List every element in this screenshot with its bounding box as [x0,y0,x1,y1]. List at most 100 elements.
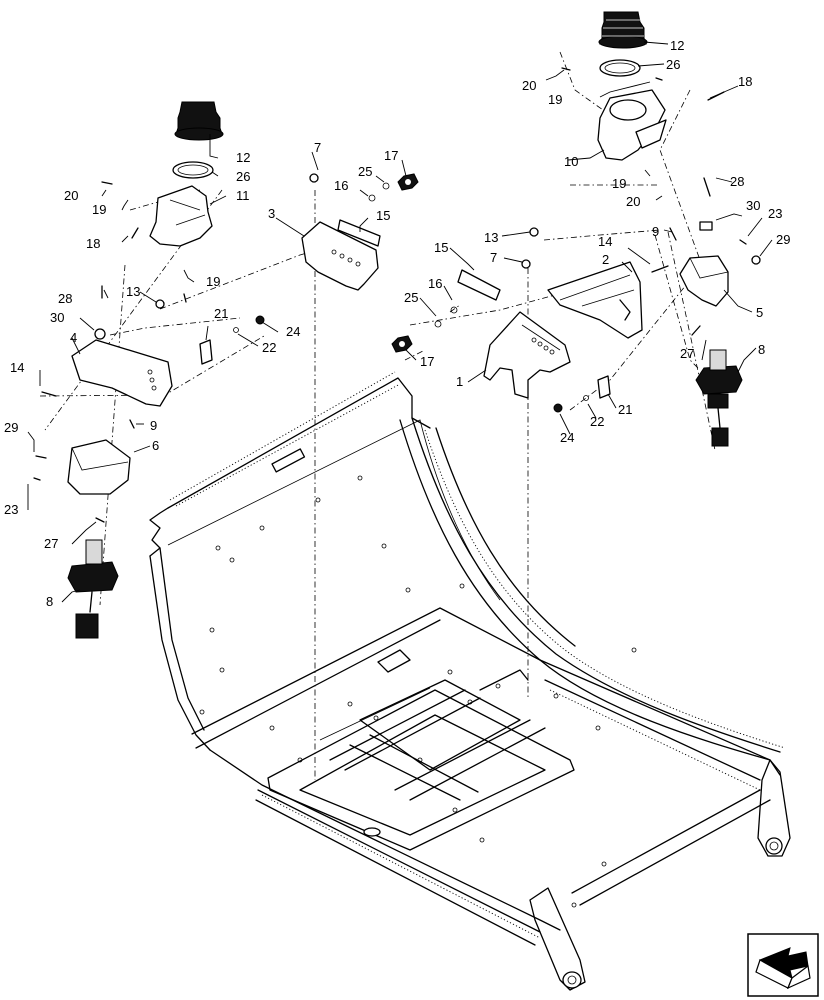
callout-13-right: 13 [484,230,498,245]
right-screw-20 [561,67,571,71]
callout-30-left: 30 [50,310,64,325]
callout-13-left: 13 [126,284,140,299]
right-clip-27 [691,325,701,336]
left-screw-20 [101,181,113,185]
left-washer-25 [382,182,390,190]
callout-22-right: 22 [590,414,604,429]
callout-19-left: 19 [92,202,106,217]
assembly-lines [39,51,716,780]
left-bracket-4 [71,339,173,407]
callout-8-right: 8 [758,342,765,357]
right-screw-9 [669,227,677,241]
callout-15-left: 15 [376,208,390,223]
callout-16-left: 16 [334,178,348,193]
callout-17-right: 17 [420,354,434,369]
left-nut-13 [155,299,165,309]
next-page-arrow-icon[interactable] [747,933,819,997]
right-housing-5 [679,255,729,307]
callout-24-right: 24 [560,430,574,445]
callout-27-left: 27 [44,536,58,551]
right-cover-10 [597,89,667,161]
right-bolt-7 [521,259,531,269]
callout-24-left: 24 [286,324,300,339]
callout-3: 3 [268,206,275,221]
left-bracket-3 [301,221,379,291]
callout-14-right: 14 [598,234,612,249]
right-plate-15 [457,269,501,301]
right-bracket-2 [547,261,643,339]
left-bolt-14 [41,391,57,397]
right-nut-30 [699,221,713,231]
callout-6: 6 [152,438,159,453]
right-boot-12 [598,11,648,49]
callout-9-right: 9 [652,224,659,239]
right-joystick-8 [695,349,743,447]
callout-19-left-b: 19 [206,274,220,289]
seat-platform [149,371,791,991]
left-screw-18 [131,227,139,239]
right-bolt-28 [703,177,711,197]
callout-20-left: 20 [64,188,78,203]
callout-22-left: 22 [262,340,276,355]
right-washer-25 [434,320,442,328]
left-bolt-7 [309,173,319,183]
right-washer-22 [583,395,589,401]
callout-9-left: 9 [150,418,157,433]
right-nut-24 [553,403,563,413]
callout-1: 1 [456,374,463,389]
callout-7-left: 7 [314,140,321,155]
callout-4: 4 [70,330,77,345]
callout-29-left: 29 [4,420,18,435]
callout-23-right: 23 [768,206,782,221]
callout-16-right: 16 [428,276,442,291]
callout-8-left: 8 [46,594,53,609]
callout-30-right: 30 [746,198,760,213]
callout-19-right: 19 [548,92,562,107]
callout-14-left: 14 [10,360,24,375]
left-screw-9 [129,419,135,429]
left-bracket-11 [149,185,213,247]
left-washer-16 [368,194,376,202]
left-knob-17 [397,173,419,191]
left-screw-19b [183,293,187,303]
left-ring-26 [172,161,214,179]
left-plate-15 [337,219,381,247]
callout-18-right: 18 [738,74,752,89]
callout-12-left: 12 [236,150,250,165]
leader-lines [27,41,773,603]
callout-29-right: 29 [776,232,790,247]
callout-15-right: 15 [434,240,448,255]
callout-5: 5 [756,305,763,320]
left-nut-29 [35,455,47,459]
callout-12-right: 12 [670,38,684,53]
callout-19-right-b: 19 [612,176,626,191]
callout-20-right: 20 [522,78,536,93]
right-nut-13 [529,227,539,237]
callout-2: 2 [602,252,609,267]
left-nut-30 [94,328,106,340]
callout-labels: 12 26 20 19 18 10 19 20 28 30 23 29 9 14… [4,38,790,609]
callout-27-right: 27 [680,346,694,361]
right-bolt-14 [651,265,669,273]
callout-11: 11 [236,188,250,203]
right-knob-17 [391,335,413,353]
left-washer-22 [233,327,239,333]
callout-25-right: 25 [404,290,418,305]
callout-10: 10 [564,154,578,169]
callout-21-left: 21 [214,306,228,321]
left-boot-12 [174,101,224,141]
right-washer-16 [450,306,458,314]
callout-26-left: 26 [236,169,250,184]
right-nut-29 [751,255,761,265]
callout-7-right: 7 [490,250,497,265]
callout-20-right-b: 20 [626,194,640,209]
left-joystick-8 [67,539,119,639]
right-screw-23 [739,239,747,245]
right-plate-21 [597,375,611,399]
callout-26-right: 26 [666,57,680,72]
callout-28-left: 28 [58,291,72,306]
left-clip-27 [95,517,105,523]
callout-28-right: 28 [730,174,744,189]
